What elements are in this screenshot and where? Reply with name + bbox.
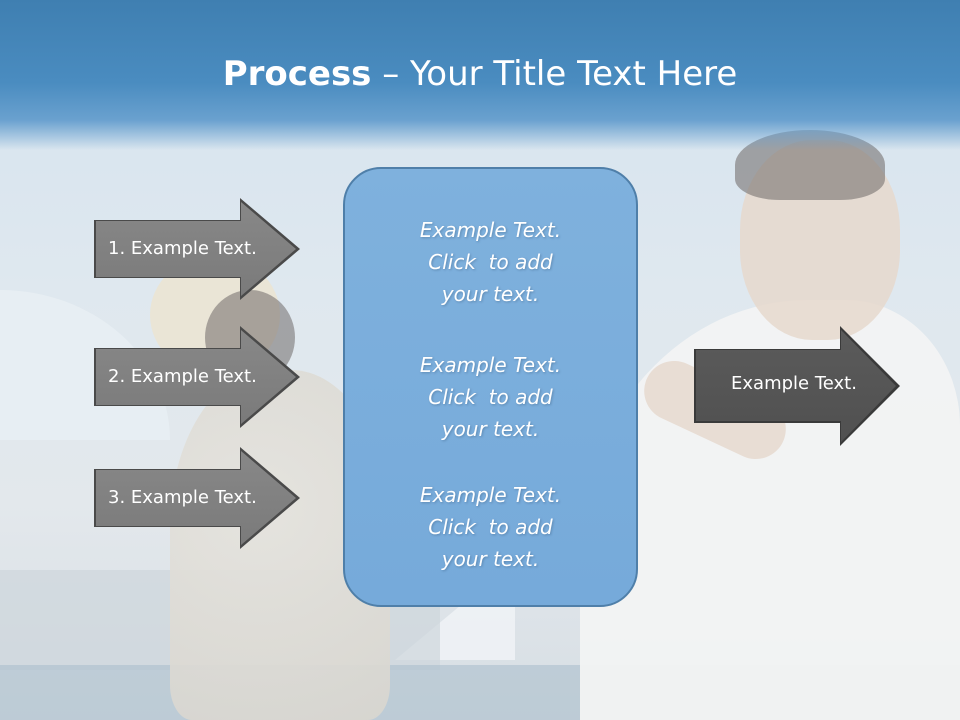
slide-title-bold: Process	[222, 54, 372, 94]
slide-title-rest: – Your Title Text Here	[371, 54, 738, 94]
center-text-block-3: Example Text. Click to add your text.	[345, 479, 636, 575]
center-text-block-1: Example Text. Click to add your text.	[345, 214, 636, 310]
step-arrow-label: 1. Example Text.	[108, 238, 257, 259]
center-text-line: Click to add	[428, 515, 553, 539]
center-text-line: Click to add	[428, 250, 553, 274]
center-text-line: your text.	[441, 282, 540, 306]
center-text-line: Example Text.	[419, 353, 562, 377]
step-arrow-label: 3. Example Text.	[108, 487, 257, 508]
title-band	[0, 0, 960, 150]
center-text-line: Example Text.	[419, 218, 562, 242]
center-text-line: Example Text.	[419, 483, 562, 507]
slide-title[interactable]: Process – Your Title Text Here	[0, 52, 960, 96]
center-text-line: your text.	[441, 417, 540, 441]
center-text-line: Click to add	[428, 385, 553, 409]
output-arrow-label: Example Text.	[731, 373, 857, 394]
center-text-line: your text.	[441, 547, 540, 571]
step-arrow-label: 2. Example Text.	[108, 366, 257, 387]
center-text-box[interactable]: Example Text. Click to add your text. Ex…	[343, 167, 638, 607]
center-text-block-2: Example Text. Click to add your text.	[345, 349, 636, 445]
